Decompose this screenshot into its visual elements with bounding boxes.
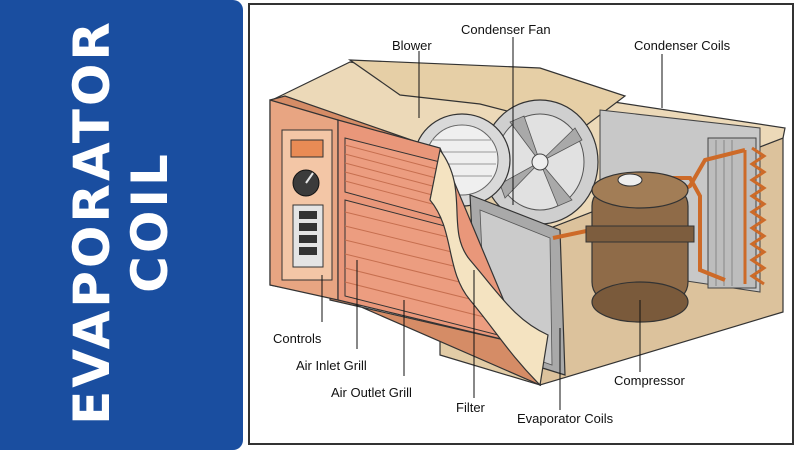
air-inlet-grill bbox=[344, 137, 441, 219]
compressor bbox=[585, 171, 695, 323]
label-air-outlet-grill: Air Outlet Grill bbox=[331, 385, 412, 400]
label-condenser-fan: Condenser Fan bbox=[461, 22, 551, 37]
condenser-fan bbox=[481, 99, 599, 225]
label-compressor: Compressor bbox=[614, 373, 685, 388]
title-panel: EVAPORATOR COIL bbox=[0, 0, 243, 450]
condenser-coils bbox=[707, 137, 767, 289]
air-outlet-grill bbox=[344, 199, 512, 339]
filter bbox=[429, 148, 549, 387]
label-evaporator-coils: Evaporator Coils bbox=[517, 411, 614, 426]
leader-lines bbox=[321, 37, 663, 410]
label-air-inlet-grill: Air Inlet Grill bbox=[296, 358, 367, 373]
controls bbox=[281, 129, 333, 281]
diagram-labels: Blower Condenser Fan Condenser Coils Con… bbox=[273, 22, 731, 426]
label-filter: Filter bbox=[456, 400, 486, 415]
label-blower: Blower bbox=[392, 38, 432, 53]
label-condenser-coils: Condenser Coils bbox=[634, 38, 731, 53]
label-controls: Controls bbox=[273, 331, 322, 346]
control-display bbox=[290, 139, 324, 158]
